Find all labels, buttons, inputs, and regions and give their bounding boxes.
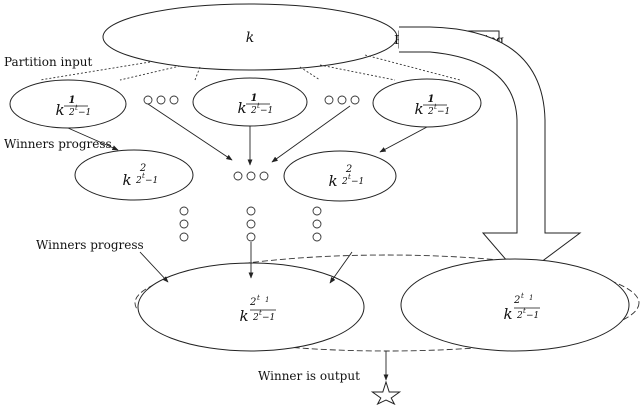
svg-text:t: t (523, 307, 526, 315)
svg-text:t: t (348, 173, 351, 181)
progress-node-2: k 2 2 t −1 (283, 150, 397, 202)
partition-node-1: k 1 2 t −1 (9, 79, 127, 129)
svg-text:−1: −1 (262, 313, 275, 323)
partition-lines (39, 54, 461, 81)
svg-text:2: 2 (345, 164, 352, 175)
svg-text:1: 1 (69, 95, 76, 106)
progress-arrows-row1 (67, 103, 428, 166)
vertical-dots-center (246, 206, 256, 242)
svg-text:1: 1 (428, 94, 435, 105)
svg-text:2: 2 (68, 108, 75, 118)
svg-text:t: t (75, 104, 78, 112)
svg-text:2: 2 (341, 177, 348, 187)
final-node-left: k 2 t 1 2 t −1 (137, 262, 365, 352)
svg-text:2: 2 (139, 163, 146, 174)
svg-text:t: t (257, 102, 260, 110)
ellipsis-dots-row2 (233, 171, 269, 181)
svg-text:2: 2 (252, 313, 259, 323)
svg-text:−1: −1 (526, 311, 539, 321)
final-round-enclosure (134, 254, 640, 352)
random-sampling-arrow (399, 26, 582, 278)
final-node-right: k 2 t 1 2 t −1 (400, 258, 630, 352)
winners-progress-label-1: Winners progress (4, 137, 112, 151)
svg-text:t: t (257, 294, 260, 302)
svg-text:t: t (142, 172, 145, 180)
svg-text:k: k (328, 172, 337, 190)
svg-text:−1: −1 (351, 177, 364, 187)
svg-text:1: 1 (251, 93, 258, 104)
svg-text:k: k (122, 171, 131, 189)
winner-star-icon (370, 380, 402, 405)
svg-text:t: t (259, 309, 262, 317)
svg-text:k: k (239, 307, 248, 325)
root-k-label: k (246, 30, 254, 46)
svg-text:t: t (521, 292, 524, 300)
partition-input-label: Partition input (4, 55, 92, 69)
root-ellipse (102, 3, 398, 71)
svg-text:−1: −1 (260, 106, 273, 116)
winner-output-label: Winner is output (258, 369, 360, 383)
svg-text:−1: −1 (78, 108, 91, 118)
svg-text:−1: −1 (145, 176, 158, 186)
progress-node-1: k 2 2 t −1 (74, 149, 194, 201)
ellipsis-dots-row1-right (324, 95, 360, 105)
svg-text:2: 2 (516, 311, 523, 321)
partition-node-3: k 1 2 t −1 (372, 78, 482, 128)
svg-text:t: t (434, 103, 437, 111)
svg-text:1: 1 (265, 296, 269, 304)
svg-text:2: 2 (250, 106, 257, 116)
svg-text:2: 2 (249, 297, 256, 308)
svg-text:2: 2 (135, 176, 142, 186)
ellipsis-dots-row1-left (143, 95, 179, 105)
progress-arrows-final (139, 242, 353, 284)
vertical-dots-left (179, 206, 189, 242)
svg-text:k: k (237, 99, 246, 117)
svg-text:2: 2 (513, 295, 520, 306)
vertical-dots-right (312, 206, 322, 242)
svg-text:1: 1 (529, 294, 533, 302)
partition-node-2: k 1 2 t −1 (192, 77, 308, 127)
svg-text:k: k (55, 101, 64, 119)
svg-text:k: k (414, 100, 423, 118)
svg-text:k: k (503, 305, 512, 323)
svg-text:2: 2 (427, 107, 434, 117)
svg-text:−1: −1 (437, 107, 450, 117)
winners-progress-label-2: Winners progress (36, 238, 144, 252)
